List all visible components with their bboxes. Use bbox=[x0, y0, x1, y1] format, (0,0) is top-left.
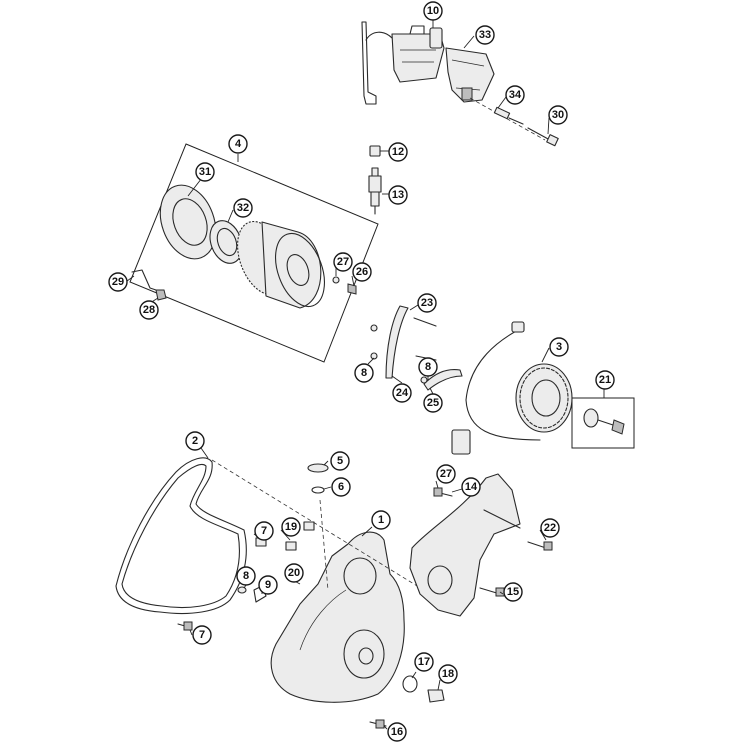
svg-text:8: 8 bbox=[425, 361, 431, 373]
coil-bracket bbox=[445, 47, 495, 103]
svg-text:9: 9 bbox=[265, 579, 271, 591]
svg-text:19: 19 bbox=[285, 521, 297, 533]
callout-4: 4 bbox=[228, 134, 248, 154]
callout-18: 18 bbox=[438, 664, 458, 684]
callout-16: 16 bbox=[387, 722, 407, 742]
svg-text:24: 24 bbox=[396, 387, 409, 399]
svg-text:8: 8 bbox=[243, 570, 249, 582]
clip-nut bbox=[155, 289, 167, 301]
svg-text:27: 27 bbox=[440, 468, 452, 480]
tensioner-rail bbox=[420, 368, 463, 391]
svg-text:33: 33 bbox=[479, 29, 491, 41]
svg-text:6: 6 bbox=[338, 481, 344, 493]
flywheel-cover-disc bbox=[159, 184, 217, 260]
cover-plug-and-ring bbox=[402, 675, 445, 703]
callout-9: 9 bbox=[258, 575, 278, 595]
callout-12: 12 bbox=[388, 142, 408, 162]
callout-14: 14 bbox=[461, 477, 481, 497]
callout-31: 31 bbox=[195, 162, 215, 182]
stator-screw-kit-frame bbox=[571, 397, 635, 449]
callout-29: 29 bbox=[108, 272, 128, 292]
callout-2: 2 bbox=[185, 431, 205, 451]
sprocket-cover bbox=[409, 473, 553, 617]
svg-text:23: 23 bbox=[421, 297, 433, 309]
svg-text:25: 25 bbox=[427, 397, 439, 409]
bracket-screw bbox=[527, 127, 559, 147]
svg-text:1: 1 bbox=[378, 514, 384, 526]
svg-text:27: 27 bbox=[337, 256, 349, 268]
callout-3: 3 bbox=[549, 337, 569, 357]
svg-text:5: 5 bbox=[337, 455, 343, 467]
flywheel-rotor bbox=[237, 220, 325, 309]
callout-13: 13 bbox=[388, 185, 408, 205]
svg-text:8: 8 bbox=[361, 367, 367, 379]
svg-text:32: 32 bbox=[237, 202, 249, 214]
svg-text:4: 4 bbox=[235, 138, 242, 150]
flywheel-washer-nut bbox=[332, 276, 357, 295]
leader-lines bbox=[126, 20, 605, 730]
callout-30: 30 bbox=[548, 105, 568, 125]
bracket-spacer bbox=[469, 97, 546, 141]
spark-plug bbox=[368, 145, 382, 215]
callout-34: 34 bbox=[505, 85, 525, 105]
callout-15: 15 bbox=[503, 582, 523, 602]
plug-cap bbox=[307, 463, 329, 473]
callout-1: 1 bbox=[371, 510, 391, 530]
ignition-cover bbox=[211, 459, 441, 703]
flywheel-ring bbox=[209, 220, 243, 264]
svg-text:7: 7 bbox=[199, 629, 205, 641]
svg-text:12: 12 bbox=[392, 146, 404, 158]
callout-24: 24 bbox=[392, 383, 412, 403]
callout-26: 26 bbox=[352, 262, 372, 282]
cable-clip bbox=[131, 269, 157, 291]
flywheel-kit-frame bbox=[129, 143, 379, 363]
callout-33: 33 bbox=[475, 25, 495, 45]
svg-text:34: 34 bbox=[509, 89, 522, 101]
svg-text:26: 26 bbox=[356, 266, 368, 278]
callout-32: 32 bbox=[233, 198, 253, 218]
callout-20: 20 bbox=[284, 563, 304, 583]
svg-text:17: 17 bbox=[418, 656, 430, 668]
callout-8-upper-left: 8 bbox=[354, 363, 374, 383]
svg-text:15: 15 bbox=[507, 586, 519, 598]
svg-text:2: 2 bbox=[192, 435, 198, 447]
o-ring bbox=[311, 486, 325, 494]
callout-7-upper: 7 bbox=[254, 521, 274, 541]
callout-17: 17 bbox=[414, 652, 434, 672]
svg-text:22: 22 bbox=[544, 522, 556, 534]
callout-27-lower: 27 bbox=[436, 464, 456, 484]
svg-text:20: 20 bbox=[288, 567, 300, 579]
cover-gasket bbox=[115, 457, 247, 615]
callout-8-lower: 8 bbox=[236, 566, 256, 586]
ignition-coil bbox=[361, 21, 445, 105]
callout-6: 6 bbox=[331, 477, 351, 497]
callout-19: 19 bbox=[281, 517, 301, 537]
stator bbox=[451, 321, 573, 455]
svg-text:14: 14 bbox=[465, 481, 478, 493]
svg-text:30: 30 bbox=[552, 109, 564, 121]
svg-text:21: 21 bbox=[599, 374, 611, 386]
svg-text:10: 10 bbox=[427, 5, 439, 17]
callout-22: 22 bbox=[540, 518, 560, 538]
svg-text:18: 18 bbox=[442, 668, 454, 680]
svg-text:7: 7 bbox=[261, 525, 267, 537]
svg-text:16: 16 bbox=[391, 726, 403, 738]
svg-text:28: 28 bbox=[143, 304, 155, 316]
svg-text:31: 31 bbox=[199, 166, 211, 178]
callout-28: 28 bbox=[139, 300, 159, 320]
callout-8-upper-right: 8 bbox=[418, 357, 438, 377]
callout-25: 25 bbox=[423, 393, 443, 413]
callout-21: 21 bbox=[595, 370, 615, 390]
dowel-pins bbox=[255, 521, 315, 551]
svg-text:29: 29 bbox=[112, 276, 124, 288]
cover-screws bbox=[177, 621, 387, 729]
callout-10: 10 bbox=[423, 1, 443, 21]
svg-text:3: 3 bbox=[556, 341, 562, 353]
callout-7-lower: 7 bbox=[192, 625, 212, 645]
callout-27-upper: 27 bbox=[333, 252, 353, 272]
callout-23: 23 bbox=[417, 293, 437, 313]
svg-text:13: 13 bbox=[392, 189, 404, 201]
callout-5: 5 bbox=[330, 451, 350, 471]
